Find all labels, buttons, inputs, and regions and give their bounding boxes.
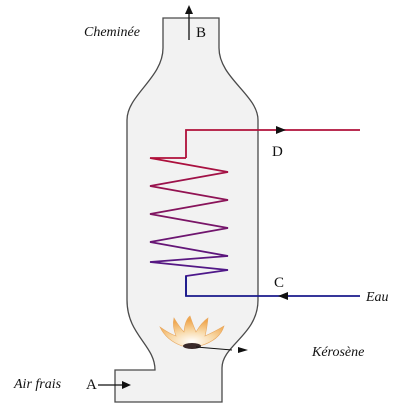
water-label: Eau [365,290,389,305]
burner-pointer [195,346,233,351]
fresh-air-label: Air frais [13,377,62,392]
inlet-arrow-a [98,381,131,389]
point-d-label: D [272,144,283,160]
cold-water-pipe [185,276,360,297]
point-a-label: A [86,377,97,393]
kerosene-arrow [238,347,248,353]
heat-exchanger-coil [149,157,229,296]
chimney-label: Cheminée [84,25,140,40]
heater-chamber [114,17,259,403]
outlet-arrow-d [276,126,286,134]
inlet-arrow-c [278,292,288,300]
kerosene-label: Kérosène [311,345,364,360]
outlet-arrow-b [185,5,193,40]
point-b-label: B [196,25,206,41]
hot-water-pipe [185,129,360,158]
point-c-label: C [274,275,284,291]
